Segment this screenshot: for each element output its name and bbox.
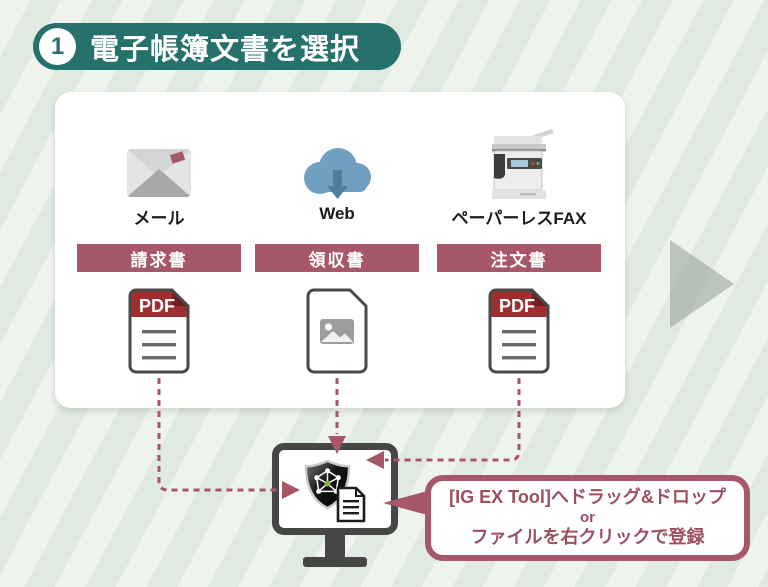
- doc-type-banner-order: 注文書: [437, 244, 601, 272]
- sources-card: メール 請求書 PDF: [55, 92, 625, 408]
- callout-tail: [383, 490, 431, 516]
- pdf-file-icon: PDF: [487, 287, 551, 375]
- doc-type-banner-invoice: 請求書: [77, 244, 241, 272]
- callout-line-2: or: [580, 508, 595, 526]
- cloud-download-icon: [304, 148, 371, 199]
- doc-type-banner-receipt: 領収書: [255, 244, 419, 272]
- image-file-icon: [305, 287, 369, 375]
- document-icon: [336, 486, 366, 523]
- step-badge: 1 電子帳簿文書を選択: [33, 23, 401, 70]
- step-number: 1: [39, 28, 76, 65]
- source-column-web: Web 領収書: [252, 92, 422, 392]
- callout-bubble: [IG EX Tool]へドラッグ&ドロップ or ファイルを右クリックで登録: [425, 475, 750, 561]
- source-name-fax: ペーパーレスFAX: [451, 209, 587, 228]
- source-name-web: Web: [319, 204, 355, 223]
- pdf-file-icon: PDF: [127, 287, 191, 375]
- pdf-label: PDF: [499, 296, 535, 316]
- callout-line-3: ファイルを右クリックで登録: [470, 527, 705, 548]
- download-arrow-icon: [333, 170, 342, 187]
- fax-printer-icon: [492, 129, 554, 199]
- step-title: 電子帳簿文書を選択: [90, 33, 361, 66]
- callout-line-1: [IG EX Tool]へドラッグ&ドロップ: [449, 486, 726, 507]
- source-name-mail: メール: [133, 209, 185, 228]
- monitor-stand: [325, 535, 345, 559]
- envelope-icon: [127, 149, 191, 197]
- pdf-label: PDF: [139, 296, 175, 316]
- network-center-node: [324, 480, 331, 487]
- source-column-fax: ペーパーレスFAX 注文書 PDF: [434, 92, 604, 392]
- source-column-mail: メール 請求書 PDF: [74, 92, 244, 392]
- next-step-arrow-icon: [670, 240, 734, 328]
